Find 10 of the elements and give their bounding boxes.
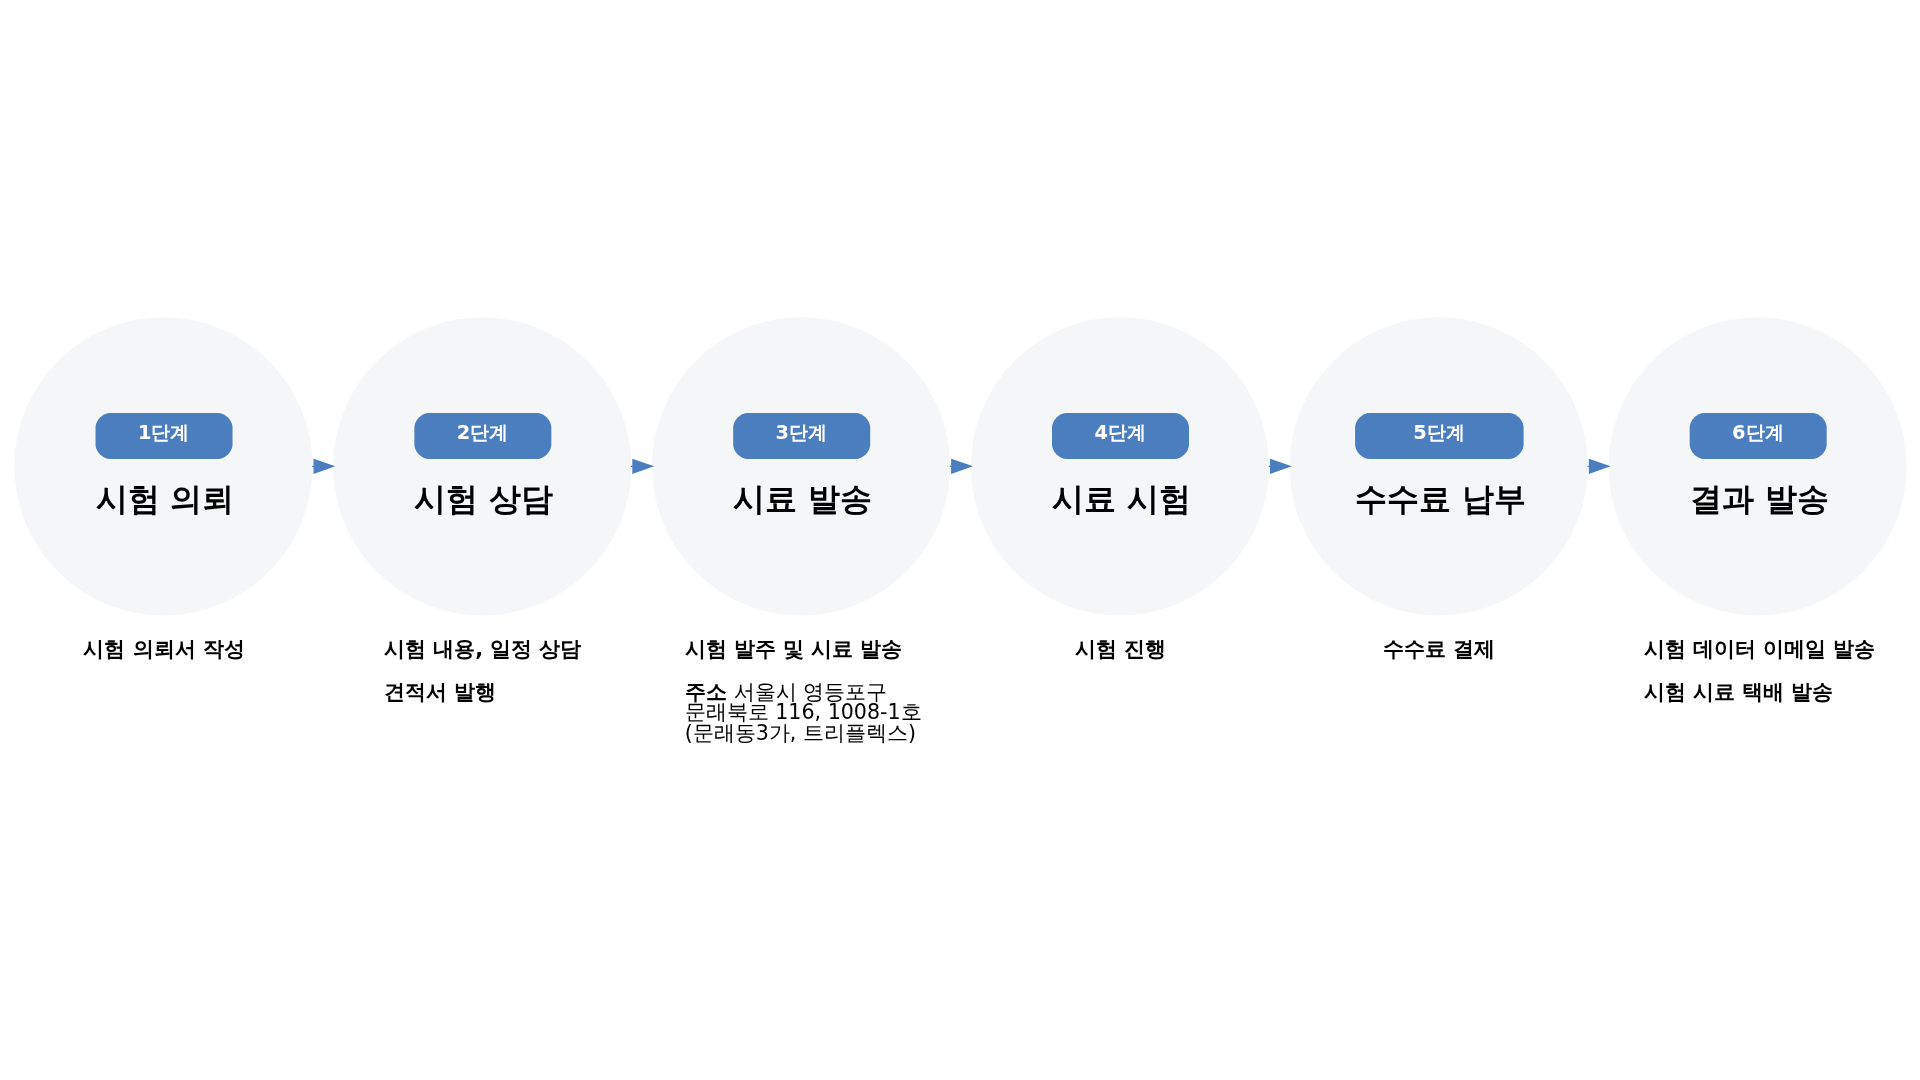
node-label: 시험 의뢰서 작성 — [82, 637, 245, 662]
node-label: 수수료 결제 — [1382, 637, 1495, 662]
node-label: 주소 서울시 영등포구 문래북로 116, 1008-1호 (문래동3가, 트리플렉스) — [684, 679, 922, 745]
node-circle: 6단계 결과 발송 — [1607, 317, 1907, 616]
node-label: 시험 진행 — [1074, 637, 1166, 662]
node-label: 시험 발주 및 시료 발송 — [684, 637, 902, 662]
node-label: 시험 데이터 이메일 발송 — [1643, 637, 1875, 662]
node-label: 시험 내용, 일정 상담 — [383, 637, 581, 662]
node-label: 견적서 발행 — [383, 679, 496, 704]
node-label: 시험 시료 택배 발송 — [1643, 679, 1833, 704]
